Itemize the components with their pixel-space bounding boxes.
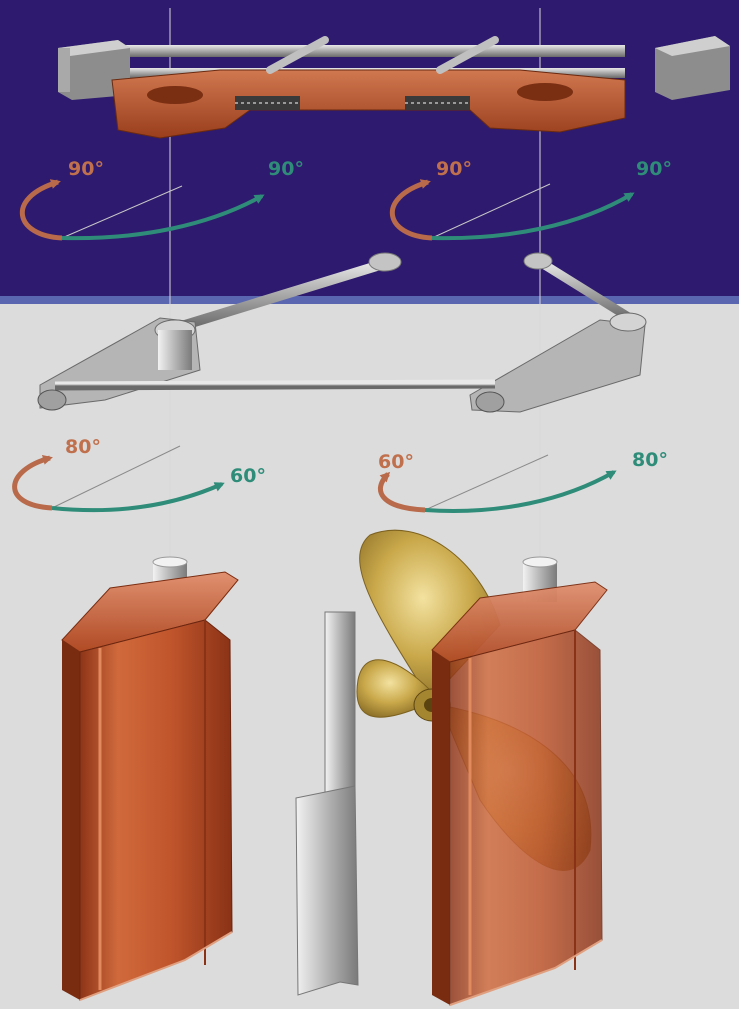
section-divider [0,296,739,304]
angle-label-mid-right-port: 60° [378,451,414,473]
angle-label-mid-right-starboard: 80° [632,449,668,471]
rudder-blade-icon [61,571,239,1001]
steering-gear-icon [58,36,730,139]
angle-label-top-left-port: 90° [68,158,104,180]
angle-label-top-right-port: 90° [436,158,472,180]
angle-label-mid-left-port: 80° [65,436,101,458]
top-left-rotation-arrow [20,179,265,241]
angle-label-mid-left-starboard: 60° [230,465,266,487]
mid-left-rotation-arrow [12,445,225,513]
tiller-linkage-icon [37,252,647,413]
angle-label-top-left-starboard: 90° [268,158,304,180]
mid-right-rotation-arrow [377,454,617,513]
angle-label-top-right-starboard: 90° [636,158,672,180]
skeg [295,611,359,996]
rudder-blade-icon-right [431,581,608,1006]
top-right-rotation-arrow [390,179,635,241]
